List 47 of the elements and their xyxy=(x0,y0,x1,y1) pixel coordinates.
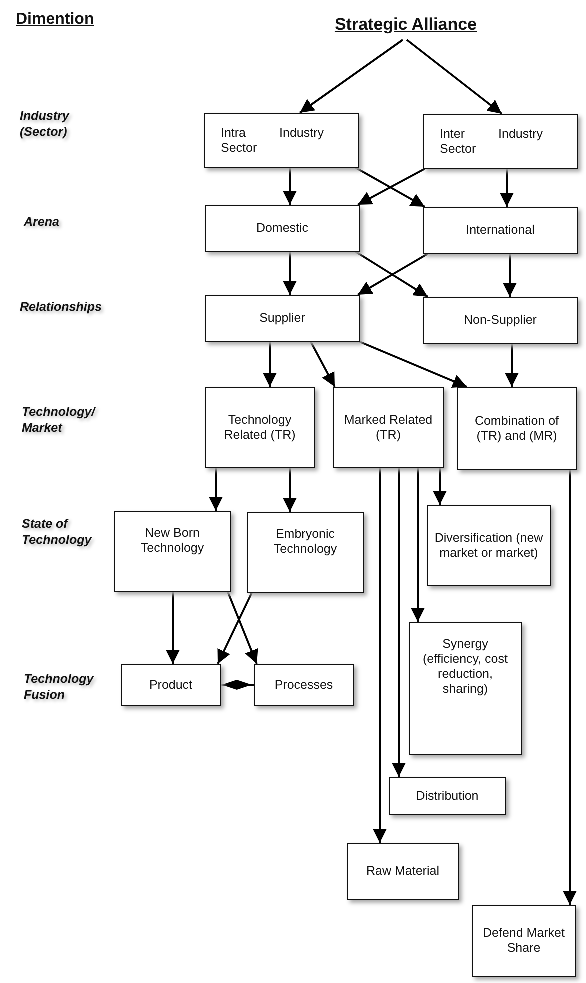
dimension-label: Industry (Sector) xyxy=(20,108,71,140)
dimension-label: Arena xyxy=(24,214,60,230)
dimension-label: Relationships xyxy=(20,299,103,316)
dimension-label: Technology/ Market xyxy=(22,404,98,436)
arrow xyxy=(227,592,258,664)
arrow xyxy=(217,592,253,664)
arrow xyxy=(505,344,519,387)
process-box: Intra Industry Sector xyxy=(204,113,359,168)
arrow xyxy=(500,169,514,207)
arrow xyxy=(310,342,336,388)
arrow xyxy=(283,468,297,512)
process-box: New Born Technology xyxy=(114,511,231,592)
arrow xyxy=(433,468,447,505)
process-box: Synergy (efficiency, cost reduction, sharing) xyxy=(409,622,522,755)
process-box: Product xyxy=(121,664,221,706)
process-box: Embryonic Technology xyxy=(247,512,364,593)
arrow xyxy=(392,468,406,777)
dimension-label: Technology Fusion xyxy=(24,671,95,704)
diagram-heading: Strategic Alliance xyxy=(334,14,478,36)
arrow xyxy=(283,168,297,205)
process-box: International xyxy=(423,207,578,254)
column-heading: Dimention xyxy=(16,10,94,30)
process-box: Combination of (TR) and (MR) xyxy=(457,387,577,470)
arrow xyxy=(503,254,517,297)
arrow xyxy=(166,592,180,664)
dimension-label: State of Technology xyxy=(22,516,93,548)
arrow xyxy=(263,342,277,387)
process-box: Marked Related (TR) xyxy=(333,387,444,468)
diamond-connector xyxy=(221,680,254,690)
arrow xyxy=(299,39,404,114)
arrow xyxy=(411,468,425,622)
process-box: Processes xyxy=(254,664,354,706)
process-box: Inter Industry Sector xyxy=(423,114,578,169)
process-box: Technology Related (TR) xyxy=(205,387,315,468)
process-box: Supplier xyxy=(205,295,360,342)
arrow xyxy=(563,470,577,905)
arrow xyxy=(373,468,387,843)
process-box: Defend Market Share xyxy=(472,905,576,977)
process-box: Diversification (new market or market) xyxy=(427,505,551,586)
process-box: Distribution xyxy=(389,777,506,815)
arrow xyxy=(283,252,297,295)
process-box: Domestic xyxy=(205,205,360,252)
arrow xyxy=(406,39,503,115)
arrow xyxy=(360,341,468,388)
arrow xyxy=(209,468,223,511)
process-box: Raw Material xyxy=(347,843,459,900)
process-box: Non-Supplier xyxy=(423,297,578,344)
